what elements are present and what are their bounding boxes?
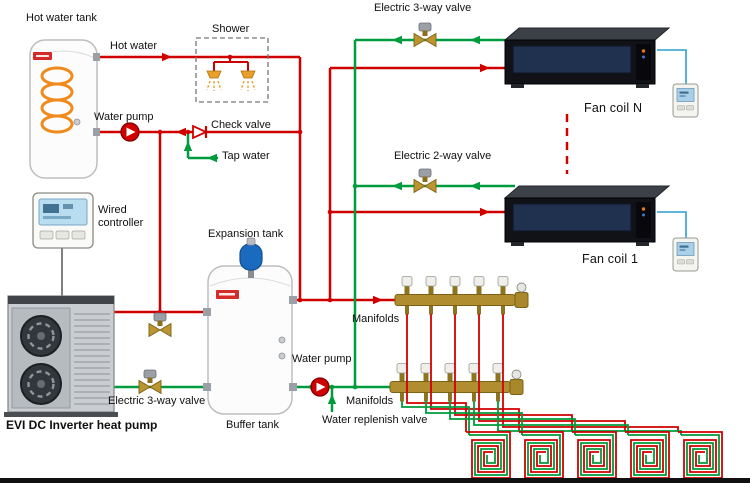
label-tap-water: Tap water	[222, 150, 270, 162]
floor-loop-return-pipes	[401, 401, 682, 435]
flow-arrow	[176, 127, 186, 137]
floor-heating-coils	[465, 431, 723, 479]
label-wired-controller: Wired controller	[98, 204, 144, 229]
floor-loop-supply-pipes	[406, 314, 679, 432]
fan-coil-n-unit	[504, 27, 670, 89]
flow-arrow	[392, 181, 402, 191]
wired-controller-device	[32, 192, 94, 249]
flow-arrow	[207, 153, 217, 163]
shower-unit	[195, 37, 269, 103]
label-electric-2way-valve: Electric 2-way valve	[394, 150, 492, 162]
label-hot-water: Hot water	[110, 40, 158, 52]
flow-arrow	[392, 35, 402, 45]
label-buffer-tank: Buffer tank	[226, 419, 279, 431]
label-manifolds-top: Manifolds	[352, 313, 400, 325]
flow-arrow	[327, 394, 337, 404]
label-fan-coil-1: Fan coil 1	[582, 252, 639, 266]
flow-arrow	[373, 295, 383, 305]
label-manifolds-bottom: Manifolds	[346, 395, 394, 407]
label-fan-coil-n: Fan coil N	[584, 101, 643, 115]
image-bottom-border	[0, 478, 750, 483]
label-water-pump-top: Water pump	[94, 111, 154, 123]
electric-3way-valve-bottom-icon	[138, 369, 162, 394]
label-expansion-tank: Expansion tank	[208, 228, 284, 240]
shower-head-icon	[206, 70, 222, 91]
floor-heating-coil	[624, 431, 670, 479]
label-heat-pump: EVI DC Inverter heat pump	[6, 418, 158, 432]
manifold-top	[394, 276, 529, 315]
label-electric-3way-valve-bottom: Electric 3-way valve	[108, 395, 206, 407]
controller-button	[39, 230, 54, 240]
wall-controller-1	[672, 237, 699, 272]
label-water-pump-bottom: Water pump	[292, 353, 352, 365]
water-pump-top-icon	[120, 122, 140, 142]
controller-button	[55, 230, 70, 240]
flow-arrow	[470, 181, 480, 191]
label-water-replenish-valve: Water replenish valve	[322, 414, 428, 426]
signal-wires	[657, 49, 687, 238]
electric-2way-valve-icon	[413, 168, 437, 193]
hot-water-tank	[29, 39, 100, 179]
expansion-tank-icon	[239, 237, 263, 278]
wall-controller-n	[672, 83, 699, 118]
flow-arrow	[162, 52, 172, 62]
hot-supply-pipes	[97, 55, 505, 314]
flow-arrow	[470, 35, 480, 45]
water-pump-bottom-icon	[310, 377, 330, 397]
flow-arrow	[480, 207, 490, 217]
shower-boundary	[195, 37, 269, 103]
floor-heating-coil	[571, 431, 617, 479]
label-check-valve: Check valve	[211, 119, 271, 131]
floor-heating-coil	[518, 431, 564, 479]
floor-heating-coil	[465, 431, 511, 479]
label-electric-3way-valve-top: Electric 3-way valve	[374, 2, 472, 14]
flow-arrow	[480, 63, 490, 73]
diverting-valve-icon	[148, 312, 172, 337]
floor-heating-coil	[677, 431, 723, 479]
label-hot-water-tank: Hot water tank	[26, 12, 97, 24]
check-valve-icon	[192, 124, 209, 140]
buffer-tank	[203, 265, 297, 415]
shower-head-icon	[240, 70, 256, 91]
controller-button	[71, 230, 86, 240]
flow-arrow	[183, 141, 193, 151]
electric-3way-valve-top-icon	[413, 22, 437, 47]
fan-coil-1-unit	[504, 185, 670, 247]
heat-pump-unit	[4, 295, 118, 417]
label-shower: Shower	[212, 23, 250, 35]
